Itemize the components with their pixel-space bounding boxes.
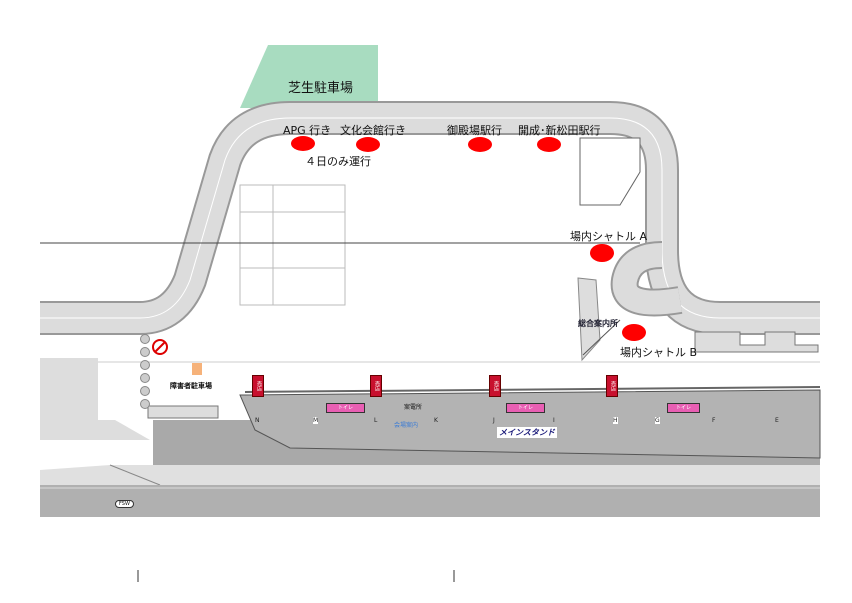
shuttle-b-label: 場内シャトル B <box>620 346 698 359</box>
bus-stop-gotemba[interactable] <box>468 137 492 152</box>
gate-label: G <box>655 417 660 424</box>
gate-label: J <box>493 417 495 424</box>
bollard-icon <box>140 347 150 357</box>
toilet-sign: トイレ <box>667 403 700 413</box>
bollard-icon <box>140 334 150 344</box>
bollard-icon <box>140 386 150 396</box>
main-stand <box>239 389 821 459</box>
bollard-icon <box>140 373 150 383</box>
room-label: 案電所 <box>404 404 423 411</box>
gate-label: I <box>553 417 555 424</box>
shop-sign: 売店 <box>489 375 501 397</box>
gate-label: L <box>374 417 378 424</box>
main-road <box>40 101 820 335</box>
gate-label: H <box>613 417 618 424</box>
bus-stop-kaisei[interactable] <box>537 137 561 152</box>
shop-sign: 売店 <box>370 375 382 397</box>
bus-stop-bunka[interactable] <box>356 137 380 152</box>
bus-stop-apg[interactable] <box>291 136 315 151</box>
gate-label: N <box>255 417 260 424</box>
gate-label: E <box>775 417 779 424</box>
shuttle-b-stop[interactable] <box>622 324 646 341</box>
stop-label-bunka: 文化会館行き <box>340 124 406 137</box>
shuttle-a-stop[interactable] <box>590 244 614 262</box>
road-badge: FSW <box>115 500 134 508</box>
lawn-parking-label: 芝生駐車場 <box>288 81 354 96</box>
toilet-sign: トイレ <box>326 403 365 413</box>
operation-note: ４日のみ運行 <box>305 155 371 168</box>
gate-label: K <box>434 417 438 424</box>
shop-sign: 売店 <box>606 375 618 397</box>
stop-label-apg: APG 行き <box>283 124 332 137</box>
shop-sign: 売店 <box>252 375 264 397</box>
info-center-label: 総合案内所 <box>578 319 618 328</box>
bollard-icon <box>140 360 150 370</box>
stop-label-kaisei: 開成･新松田駅行 <box>518 124 601 137</box>
gate-label: M <box>313 417 319 424</box>
disabled-parking-label: 障害者駐車場 <box>170 382 212 390</box>
lawn-parking-area <box>240 45 378 108</box>
gate-label: F <box>712 417 716 424</box>
main-stand-label: メインスタンド <box>497 427 557 438</box>
stop-label-gotemba: 御殿場駅行 <box>447 124 502 137</box>
bollard-icon <box>140 399 150 409</box>
toilet-sign: トイレ <box>506 403 545 413</box>
guide-label: 会場案内 <box>394 422 419 429</box>
shuttle-a-label: 場内シャトル A <box>570 230 648 243</box>
